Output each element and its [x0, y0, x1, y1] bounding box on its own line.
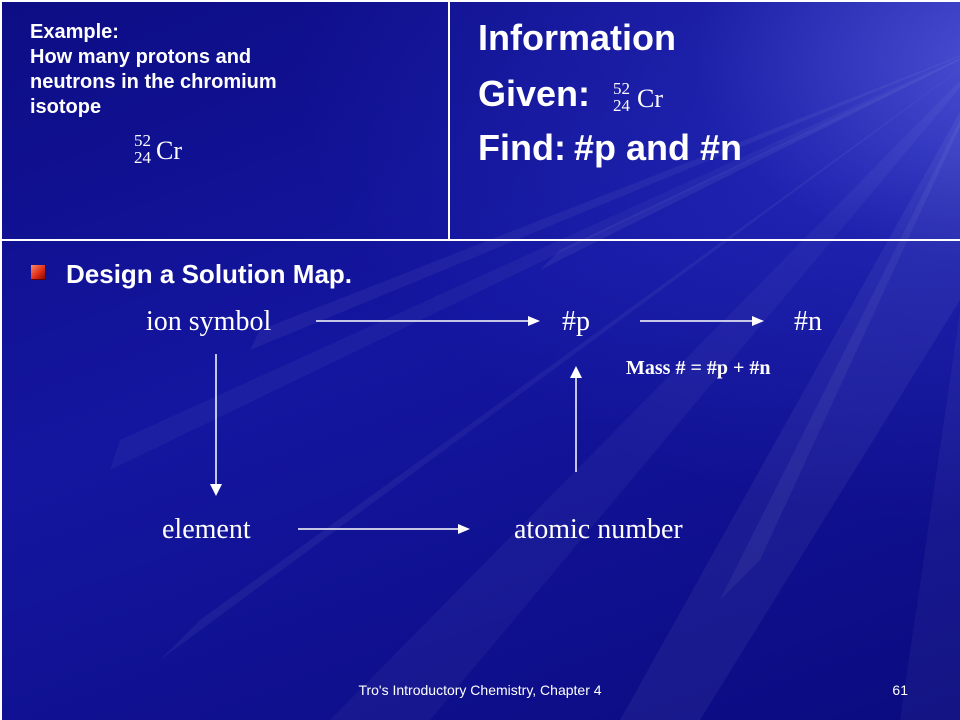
example-isotope-notation: 52 24 Cr [134, 132, 194, 168]
arrow-ion-symbol-to-p [316, 316, 540, 326]
given-isotope-notation: 52 24 Cr [613, 80, 673, 116]
info-find-value: #p and #n [574, 127, 743, 168]
example-box: Example: How many protons and neutrons i… [30, 20, 430, 120]
example-question-line-2: neutrons in the chromium [30, 71, 277, 93]
bullet-icon [31, 265, 45, 279]
given-isotope-mass-number: 52 [613, 79, 630, 98]
arrow-ion-symbol-to-element [210, 354, 222, 496]
example-label: Example: [30, 21, 119, 43]
example-question-line-1: How many protons and [30, 46, 252, 68]
info-given-label: Given: [478, 73, 591, 114]
isotope-symbol: Cr [156, 136, 182, 165]
header-column-divider [448, 0, 450, 240]
info-find-label: Find: [478, 127, 566, 168]
mass-number-equation: Mass # = #p + #n [626, 357, 771, 379]
solution-map-heading: Design a Solution Map. [66, 259, 353, 289]
left-border [0, 0, 2, 720]
map-node-element: element [162, 514, 251, 545]
header-divider [0, 239, 960, 241]
top-border [0, 0, 960, 2]
map-node-ion-symbol: ion symbol [146, 306, 272, 337]
arrow-atomic-number-to-p [570, 366, 582, 472]
given-isotope-atomic-number: 24 [613, 96, 630, 115]
footer-text: Tro's Introductory Chemistry, Chapter 4 [358, 682, 602, 698]
info-title: Information [478, 17, 676, 58]
map-node-neutrons: #n [794, 306, 822, 337]
given-isotope-symbol: Cr [637, 84, 663, 113]
arrow-p-to-n [640, 316, 764, 326]
map-node-atomic-number: atomic number [514, 514, 683, 545]
example-question-line-3: isotope [30, 96, 102, 118]
isotope-atomic-number: 24 [134, 148, 151, 167]
map-node-protons: #p [562, 306, 590, 337]
isotope-mass-number: 52 [134, 131, 151, 150]
arrow-element-to-atomic-number [298, 524, 470, 534]
page-number: 61 [892, 682, 908, 698]
